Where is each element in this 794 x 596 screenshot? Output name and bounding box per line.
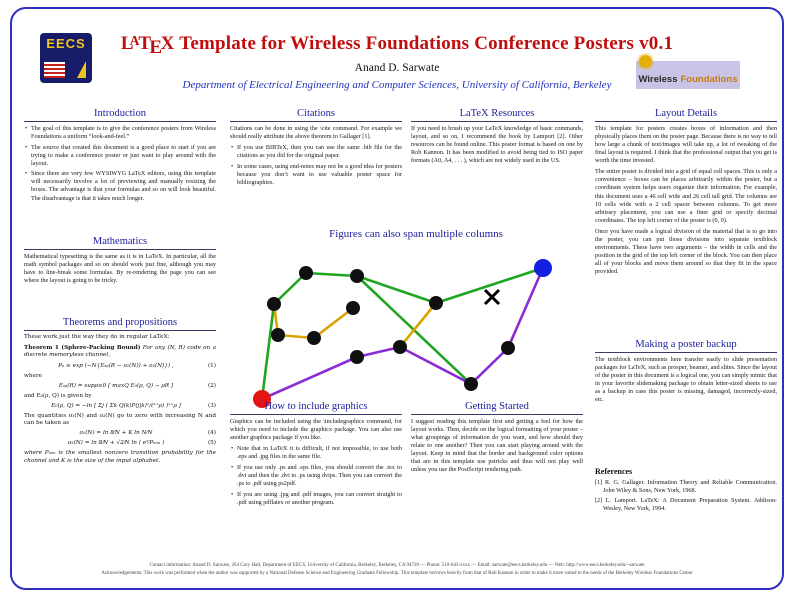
box-backup: Making a poster backup The textblock env… [595, 339, 777, 407]
theorems-lead: These work just the way they do in regul… [24, 334, 170, 340]
theorem-text: For any (N, R) code on a discrete memory… [24, 344, 216, 359]
layout-paragraph: Once you have made a logical division of… [595, 227, 777, 276]
intro-bullet: The goal of this template is to give the… [24, 125, 216, 141]
poster-footer: Contact information: Anand D. Sarwate, 2… [42, 562, 752, 578]
citations-bullet: In some cases, using end-notes may not b… [230, 163, 402, 187]
getting-started-text: I suggest reading this template first an… [411, 418, 583, 474]
divider [230, 121, 402, 122]
graphics-bullet: If you use only .ps and .eps files, you … [230, 464, 402, 488]
box-layout-details-title: Layout Details [654, 108, 718, 119]
box-introduction: Introduction The goal of this template i… [24, 108, 216, 205]
equation-2-number: (2) [207, 382, 216, 389]
latex-logo-t: T [138, 33, 152, 55]
eecs-logo: EECS [40, 33, 92, 83]
divider [24, 121, 216, 122]
equation-4: o₁(N) = ln 8⁄N + K ln N⁄N (4) [24, 430, 216, 438]
intro-bullet: The source that created this document is… [24, 144, 216, 168]
box-mathematics-title: Mathematics [92, 236, 148, 247]
box-layout-details: Layout Details This template for posters… [595, 108, 777, 279]
footer-acknowledgements-line: Acknowledgements: This work was performe… [101, 571, 693, 576]
box-introduction-title: Introduction [94, 108, 146, 119]
reference-item: [2] L. Lamport. LaTeX: A Document Prepar… [595, 497, 777, 513]
box-graphics-title: How to include graphics [264, 401, 368, 412]
box-backup-title: Making a poster backup [635, 339, 737, 350]
mathematics-text: Mathematical typesetting is the same as … [24, 253, 216, 285]
divider [24, 330, 216, 331]
equation-1-number: (1) [207, 362, 216, 369]
box-citations-title: Citations [297, 108, 335, 119]
latex-logo-e: E [149, 37, 163, 59]
divider [595, 121, 777, 122]
equation-3: E₀(ρ, Q) = −ln [ Σj ( Σk Q(k)P(j|k)¹/(¹⁺… [24, 403, 216, 411]
figure-title: Figures can also span multiple columns [329, 228, 503, 240]
latex-logo-l: L [120, 33, 134, 55]
poster-department: Department of Electrical Engineering and… [182, 79, 612, 91]
layout-paragraph: This template for posters creates boxes … [595, 125, 777, 165]
box-getting-started: Getting Started I suggest reading this t… [411, 401, 583, 477]
reference-item: [1] R. G. Gallager. Information Theory a… [595, 479, 777, 495]
divider [230, 414, 402, 415]
equation-3-formula: E₀(ρ, Q) = −ln [ Σj ( Σk Q(k)P(j|k)¹/(¹⁺… [51, 402, 181, 409]
equation-1-formula: Pₑ ≥ exp (−N{Eₛₚ(R − o₁(N)) + o₂(N)}) , [58, 362, 174, 369]
poster-title: LATEX Template for Wireless Foundations … [107, 33, 687, 59]
citations-text: Citations can be done in using the \cite… [230, 125, 402, 141]
eecs-logo-text: EECS [46, 36, 86, 51]
wireless-foundations-logo: Wireless Foundations [636, 55, 740, 89]
theorems-footnote: where Pₘᵢₙ is the smallest nonzero trans… [24, 450, 216, 464]
box-theorems: Theorems and propositions These work jus… [24, 317, 216, 465]
citations-bullet: If you use BIBTeX, then you can use the … [230, 144, 402, 160]
equation-1: Pₑ ≥ exp (−N{Eₛₚ(R − o₁(N)) + o₂(N)}) , … [24, 363, 216, 371]
equation-4-formula: o₁(N) = ln 8⁄N + K ln N⁄N [79, 430, 153, 437]
graphics-bullet: Note that in LaTeX it is difficult, if n… [230, 445, 402, 461]
figure-graph [253, 259, 552, 408]
box-mathematics: Mathematics Mathematical typesetting is … [24, 236, 216, 288]
divider [595, 352, 777, 353]
box-citations: Citations Citations can be done in using… [230, 108, 402, 189]
wf-logo-word1: Wireless [638, 74, 678, 85]
box-latex-resources: LaTeX Resources If you need to brush up … [411, 108, 583, 168]
wf-logo-sun-icon [639, 55, 652, 68]
quantities-label: The quantities o₁(N) and o₂(N) go to zer… [24, 412, 216, 427]
where-label: where [24, 372, 42, 379]
poster-author: Anand D. Sarwate [354, 62, 440, 74]
divider [411, 121, 583, 122]
graphics-text: Graphics can be included using the \incl… [230, 418, 402, 442]
wf-logo-word2: Foundations [680, 74, 738, 85]
layout-paragraph: The entire poster is divided into a grid… [595, 168, 777, 224]
and-label: and E₀(ρ, Q) is given by [24, 392, 92, 399]
box-references: References [1] R. G. Gallager. Informati… [595, 467, 777, 515]
equation-5-formula: o₂(N) = ln 8⁄N + √2⁄N ln ( e²⁄Pₘᵢₙ ) [67, 440, 165, 447]
equation-5: o₂(N) = ln 8⁄N + √2⁄N ln ( e²⁄Pₘᵢₙ ) (5) [24, 440, 216, 448]
equation-2: Eₛₚ(R) = supρ≥0 [ maxQ E₀(ρ, Q) − ρR ] (… [24, 383, 216, 391]
box-theorems-title: Theorems and propositions [62, 317, 178, 328]
theorem-label: Theorem 1 (Sphere-Packing Bound) [24, 344, 141, 351]
divider [411, 414, 583, 415]
equation-4-number: (4) [207, 430, 216, 437]
references-title: References [595, 467, 633, 476]
equation-5-number: (5) [207, 440, 216, 447]
footer-contact-line: Contact information: Anand D. Sarwate, 2… [149, 563, 645, 568]
backup-text: The textblock environments here transfer… [595, 356, 777, 404]
theorem-statement: Theorem 1 (Sphere-Packing Bound) For any… [24, 345, 216, 360]
eecs-logo-wedge [77, 61, 86, 78]
latex-logo-x: X [160, 33, 175, 55]
box-graphics: How to include graphics Graphics can be … [230, 401, 402, 509]
latex-logo-a: A [129, 33, 140, 48]
poster-title-text: Template for Wireless Foundations Confer… [174, 33, 674, 55]
box-latex-resources-title: LaTeX Resources [459, 108, 535, 119]
eecs-logo-stripes [44, 62, 65, 78]
intro-bullet: Since there are very few WYSIWYG LaTeX e… [24, 170, 216, 202]
poster-page: EECS LATEX Template for Wireless Foundat… [10, 7, 784, 590]
box-getting-started-title: Getting Started [465, 401, 529, 412]
latex-resources-text: If you need to brush up your LaTeX knowl… [411, 125, 583, 165]
divider [24, 249, 216, 250]
equation-2-formula: Eₛₚ(R) = supρ≥0 [ maxQ E₀(ρ, Q) − ρR ] [58, 382, 174, 389]
equation-3-number: (3) [207, 402, 216, 409]
graphics-bullet: If you are using .jpg and .pdf images, y… [230, 491, 402, 507]
